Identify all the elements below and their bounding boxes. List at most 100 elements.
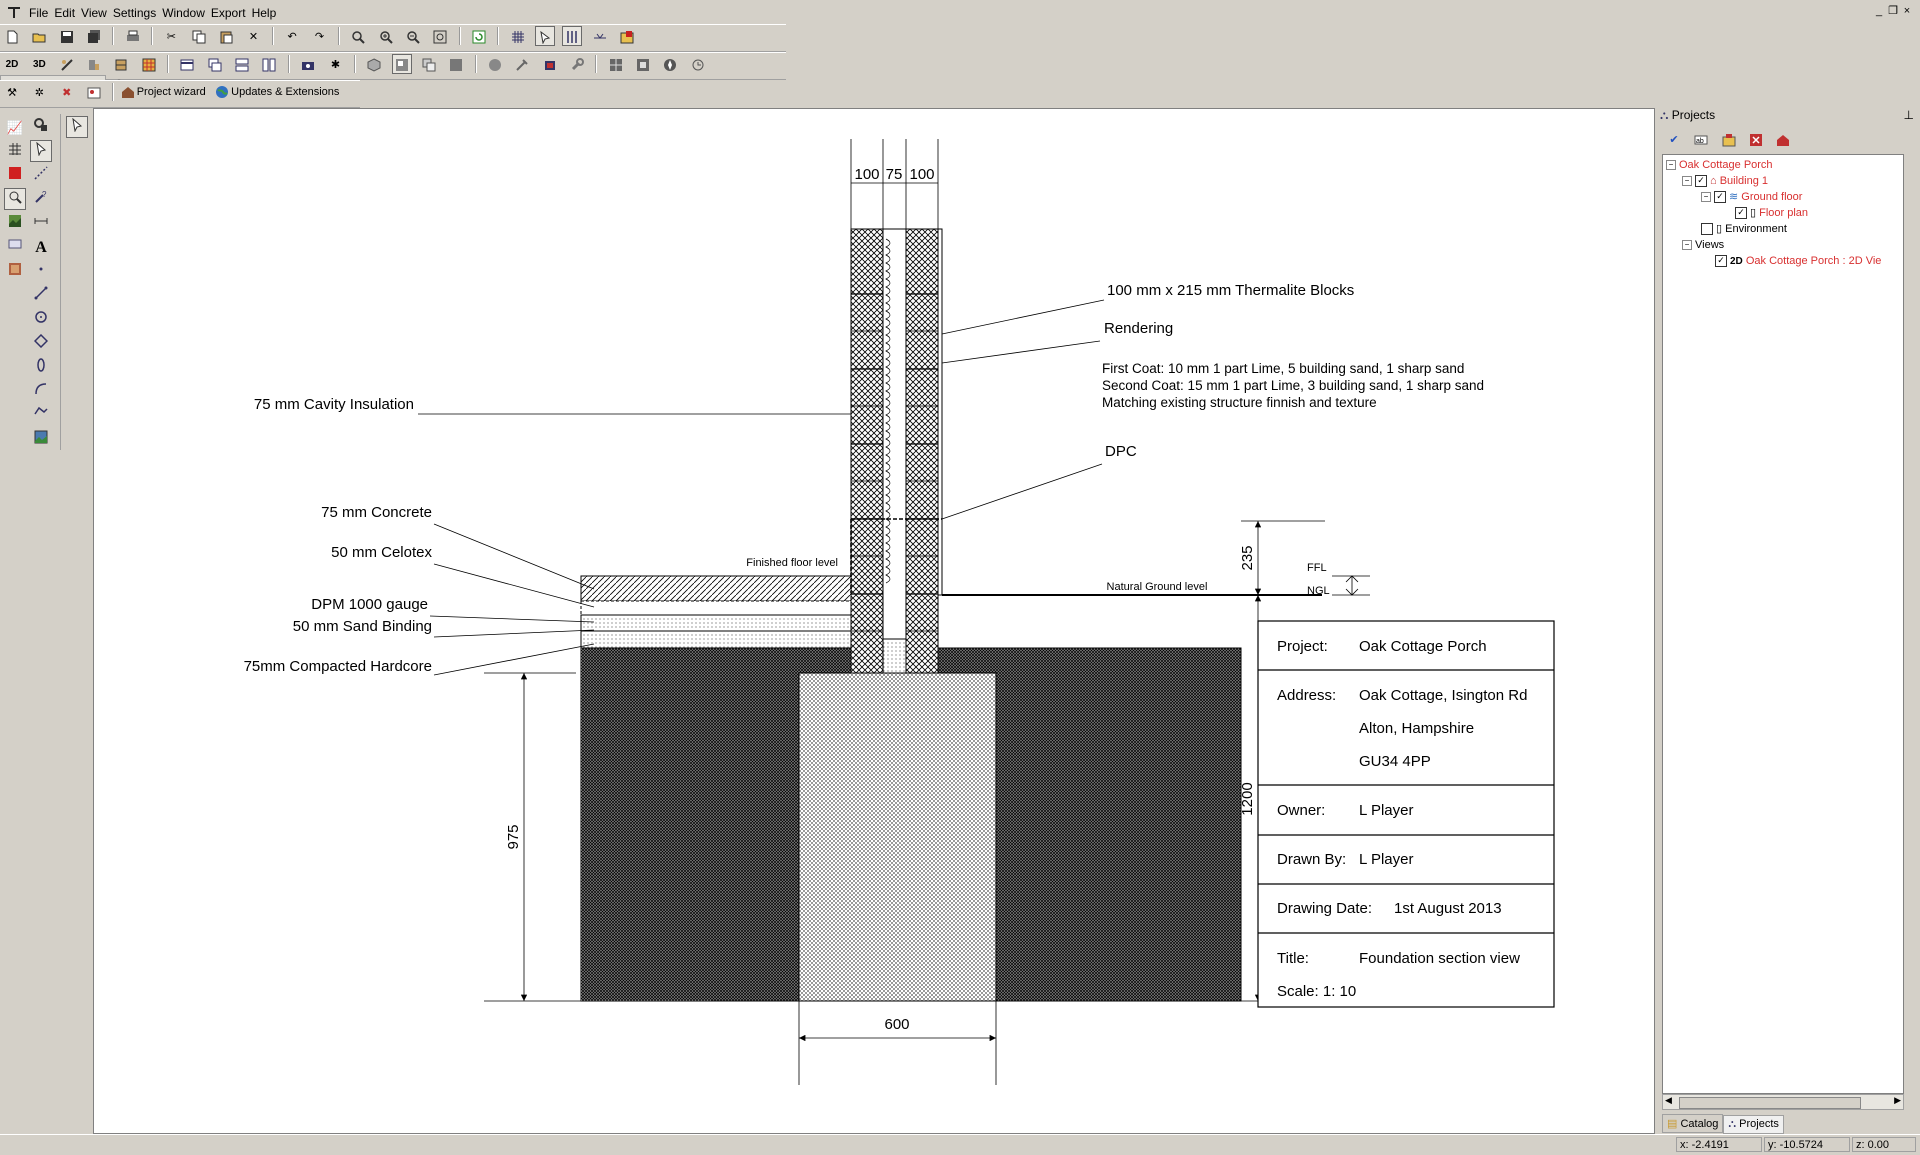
image-icon[interactable] <box>4 260 26 282</box>
redo-icon[interactable]: ↷ <box>314 31 325 43</box>
zoom-icon[interactable] <box>348 26 368 46</box>
picture-icon[interactable] <box>84 82 104 102</box>
circle-tool-icon[interactable] <box>30 308 52 330</box>
point-icon[interactable] <box>30 260 52 282</box>
menu-window[interactable]: Window <box>162 6 205 20</box>
menu-edit[interactable]: Edit <box>54 6 76 20</box>
polygon-tool-icon[interactable] <box>30 332 52 354</box>
compass-icon[interactable] <box>660 54 680 74</box>
minimize-button[interactable]: _ <box>1875 5 1883 17</box>
save-all-icon[interactable] <box>84 26 104 46</box>
tree-item-environment[interactable]: ▯ Environment <box>1701 221 1787 237</box>
tree-item-views[interactable]: −Views <box>1682 237 1724 253</box>
open-folder-icon[interactable] <box>29 26 49 46</box>
fill-color-icon[interactable] <box>446 54 466 74</box>
symbol-icon[interactable] <box>4 188 26 210</box>
wall-tool-icon[interactable] <box>57 54 77 74</box>
sphere-icon[interactable] <box>485 54 505 74</box>
snap-cursor-icon[interactable] <box>534 26 555 46</box>
ellipse-tool-icon[interactable] <box>30 356 52 378</box>
remove-icon[interactable]: ✖ <box>62 87 72 99</box>
frame-icon[interactable] <box>633 54 653 74</box>
add-building-icon[interactable] <box>1773 129 1793 149</box>
menu-export[interactable]: Export <box>210 6 246 20</box>
spline-tool-icon[interactable] <box>30 404 52 426</box>
view-2d-button[interactable]: 2D <box>5 59 19 70</box>
line-style-icon[interactable] <box>30 164 52 186</box>
scroll-left-icon[interactable]: ◀ <box>1665 1095 1672 1105</box>
objects-icon[interactable] <box>540 54 560 74</box>
environment-checkbox[interactable] <box>1701 223 1713 236</box>
delete-item-icon[interactable] <box>1746 129 1766 149</box>
dimension-icon[interactable] <box>30 212 52 234</box>
clock-icon[interactable] <box>688 54 708 74</box>
tile-horizontal-icon[interactable] <box>232 54 252 74</box>
fill-red-icon[interactable] <box>4 164 26 186</box>
tree-item-building[interactable]: −✓⌂ Building 1 <box>1682 173 1768 189</box>
menu-settings[interactable]: Settings <box>112 6 157 20</box>
new-file-icon[interactable] <box>2 26 22 46</box>
view-2d-checkbox[interactable]: ✓ <box>1715 255 1727 268</box>
cascade-icon[interactable] <box>205 54 225 74</box>
copy-icon[interactable] <box>189 26 209 46</box>
arc-tool-icon[interactable] <box>30 380 52 402</box>
help-pointer-icon[interactable]: ? <box>30 188 52 210</box>
check-icon[interactable]: ✔ <box>1669 134 1679 146</box>
window-icon[interactable] <box>177 54 197 74</box>
tree-item-floor-plan[interactable]: ✓▯ Floor plan <box>1735 205 1808 221</box>
scroll-thumb[interactable] <box>1679 1097 1861 1109</box>
ground-floor-checkbox[interactable]: ✓ <box>1714 191 1726 204</box>
delete-icon[interactable]: ✕ <box>248 31 259 43</box>
collapse-icon[interactable]: − <box>1682 240 1692 251</box>
comment-icon[interactable] <box>4 236 26 258</box>
properties-icon[interactable] <box>1719 129 1739 149</box>
scroll-right-icon[interactable]: ▶ <box>1894 1095 1901 1105</box>
star-tool-icon[interactable]: ✲ <box>34 87 44 99</box>
lights-icon[interactable]: ✱ <box>330 59 341 71</box>
cut-icon[interactable]: ✂ <box>166 31 177 43</box>
elevation-icon[interactable]: 📈 <box>6 120 24 135</box>
collapse-icon[interactable]: − <box>1682 176 1692 187</box>
paste-icon[interactable] <box>216 26 236 46</box>
tab-projects[interactable]: ⛬ Projects <box>1723 1115 1784 1134</box>
zoom-extents-icon[interactable] <box>430 26 450 46</box>
rename-icon[interactable]: ab <box>1691 129 1711 149</box>
project-wizard-button[interactable]: Project wizard <box>121 84 212 98</box>
menu-file[interactable]: File <box>29 6 49 20</box>
pointer-icon[interactable] <box>66 116 88 138</box>
pin-icon[interactable]: ⊥ <box>1903 108 1914 122</box>
floor-plan-checkbox[interactable]: ✓ <box>1735 207 1747 220</box>
wall-grid-icon[interactable] <box>4 140 26 162</box>
menu-help[interactable]: Help <box>251 6 277 20</box>
section-icon[interactable] <box>391 54 412 74</box>
select-arrow-icon[interactable] <box>30 140 52 162</box>
wrench-icon[interactable] <box>567 54 587 74</box>
view-3d-button[interactable]: 3D <box>32 59 46 70</box>
restore-button[interactable]: ❐ <box>1888 5 1898 17</box>
drawing-canvas[interactable]: 100 75 100 100 mm x 215 mm Thermalite Bl… <box>93 108 1655 1134</box>
tab-catalog[interactable]: ▤ Catalog <box>1662 1114 1724 1133</box>
zoom-in-icon[interactable] <box>376 26 396 46</box>
measure-icon[interactable] <box>590 26 610 46</box>
text-tool-icon[interactable]: A <box>35 239 47 256</box>
save-icon[interactable] <box>57 26 77 46</box>
landscape-icon[interactable] <box>4 212 26 234</box>
close-button[interactable]: × <box>1903 5 1911 17</box>
updates-extensions-button[interactable]: Updates & Extensions <box>215 84 345 98</box>
image-tool-icon[interactable] <box>30 428 52 450</box>
undo-icon[interactable]: ↶ <box>287 31 297 43</box>
tree-item-ground-floor[interactable]: −✓≋ Ground floor <box>1701 189 1802 205</box>
refresh-icon[interactable] <box>469 26 489 46</box>
zoom-out-icon[interactable] <box>403 26 423 46</box>
cube-icon[interactable] <box>364 54 384 74</box>
menu-view[interactable]: View <box>81 6 107 20</box>
tree-item-project[interactable]: −Oak Cottage Porch <box>1666 157 1773 173</box>
print-icon[interactable] <box>123 26 143 46</box>
render-icon[interactable] <box>617 26 637 46</box>
collapse-icon[interactable]: − <box>1701 192 1711 203</box>
texture-grid-icon[interactable] <box>139 54 159 74</box>
camera-icon[interactable] <box>298 54 318 74</box>
guides-icon[interactable] <box>562 26 583 46</box>
tree-item-2d-view[interactable]: ✓2D Oak Cottage Porch : 2D Vie <box>1715 253 1881 269</box>
hammer-icon[interactable]: ⚒ <box>7 87 17 99</box>
